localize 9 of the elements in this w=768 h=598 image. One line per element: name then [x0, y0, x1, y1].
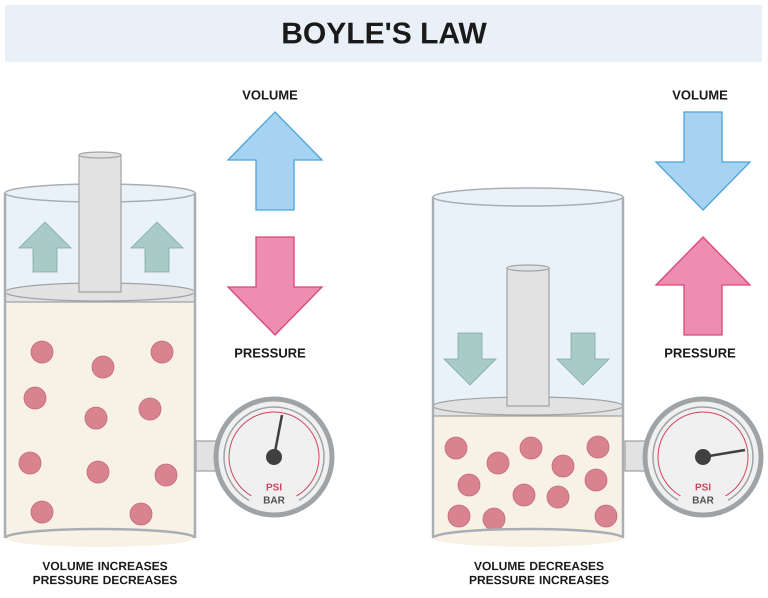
pressure-gauge: PSI BAR: [195, 396, 334, 518]
title-band: BOYLE'S LAW: [5, 5, 762, 62]
arrow-label: PRESSURE: [235, 348, 306, 358]
caption: VOLUME DECREASES PRESSURE INCREASES: [470, 562, 609, 584]
caption: VOLUME INCREASES PRESSURE DECREASES: [33, 562, 177, 584]
pressure-gauge: PSI BAR: [624, 396, 764, 518]
arrow-label: VOLUME: [672, 90, 728, 100]
arrow-label: PRESSURE: [665, 348, 736, 358]
arrow-label: VOLUME: [242, 90, 298, 100]
